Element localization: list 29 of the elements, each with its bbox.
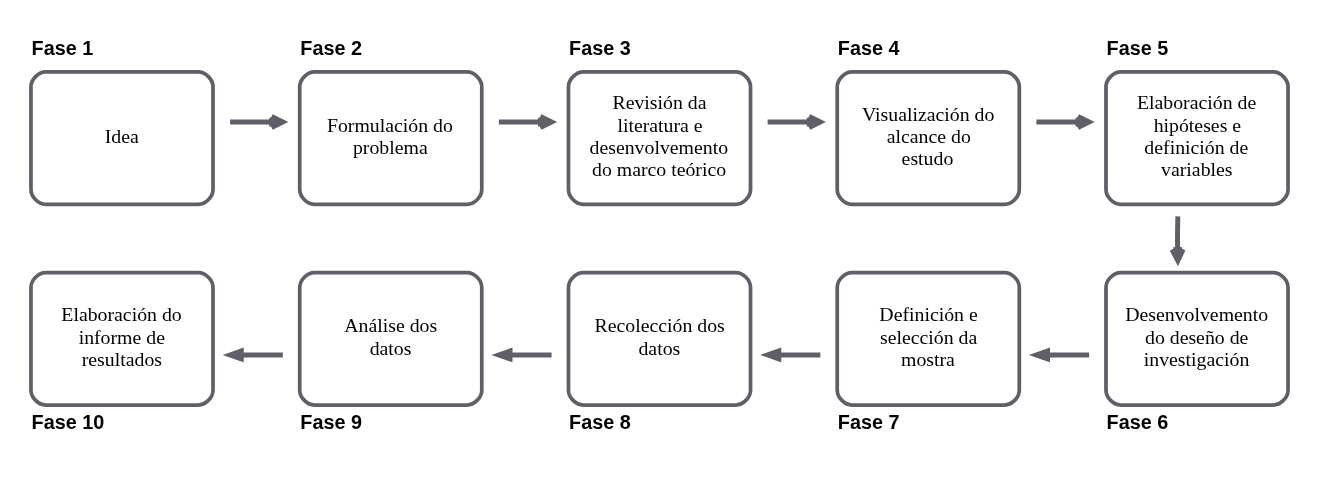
node-box: Formulación do problema	[297, 70, 484, 207]
arrow	[1169, 216, 1186, 264]
node-label: Fase 5	[1106, 36, 1169, 59]
node-box: Definición e selección da mostra	[835, 270, 1022, 407]
node-label: Fase 6	[1106, 410, 1169, 433]
node-box: Análise dos datos	[297, 270, 484, 407]
node-box: Recolección dos datos	[566, 270, 753, 407]
node-label: Fase 10	[31, 410, 105, 433]
node-label: Fase 8	[569, 410, 631, 433]
node-box: Elaboración de hipóteses e definición de variables	[1104, 70, 1290, 207]
arrow	[222, 347, 283, 363]
arrow	[498, 114, 555, 131]
arrow	[767, 114, 823, 131]
node-label: Fase 3	[569, 36, 631, 59]
arrow	[491, 347, 552, 363]
node-box: Desenvolvemento do deseño de investigación	[1104, 270, 1290, 407]
node-box: Visualización do alcance do estudo	[835, 70, 1022, 207]
node-label: Fase 4	[837, 36, 900, 59]
arrow	[1028, 347, 1090, 363]
arrow	[1036, 114, 1092, 131]
node-label: Fase 2	[300, 36, 362, 59]
arrow	[760, 347, 821, 363]
node-label: Fase 9	[300, 410, 362, 433]
arrow	[230, 114, 286, 131]
node-label: Fase 1	[31, 36, 94, 59]
node-label: Fase 7	[837, 410, 900, 433]
node-box: Revisión da literatura e desenvolvemento do marco teórico	[566, 70, 753, 207]
node-box: Idea	[29, 70, 215, 207]
node-box: Elaboración do informe de resultados	[29, 270, 215, 407]
